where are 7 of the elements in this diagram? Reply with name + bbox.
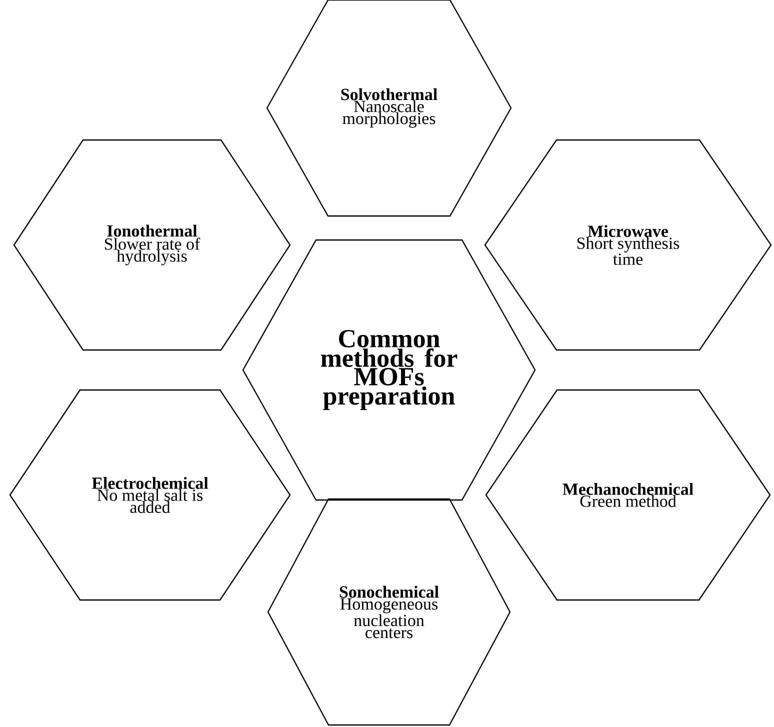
hexagon: Common methods for MOFs preparation	[242, 239, 536, 501]
hexagon: Electrochemical No metal salt is added	[9, 389, 291, 601]
hexagon: Microwave Short synthesis time	[484, 139, 772, 351]
hexagon: Solvothermal Nanoscale morphologies	[266, 0, 512, 217]
hexagon: Ionothermal Slower rate of hydrolysis	[13, 139, 291, 351]
hexagon: Mechanochemical Green method	[485, 389, 771, 601]
hexagon: Sonochemical Homogeneous nucleation centers	[267, 498, 511, 726]
